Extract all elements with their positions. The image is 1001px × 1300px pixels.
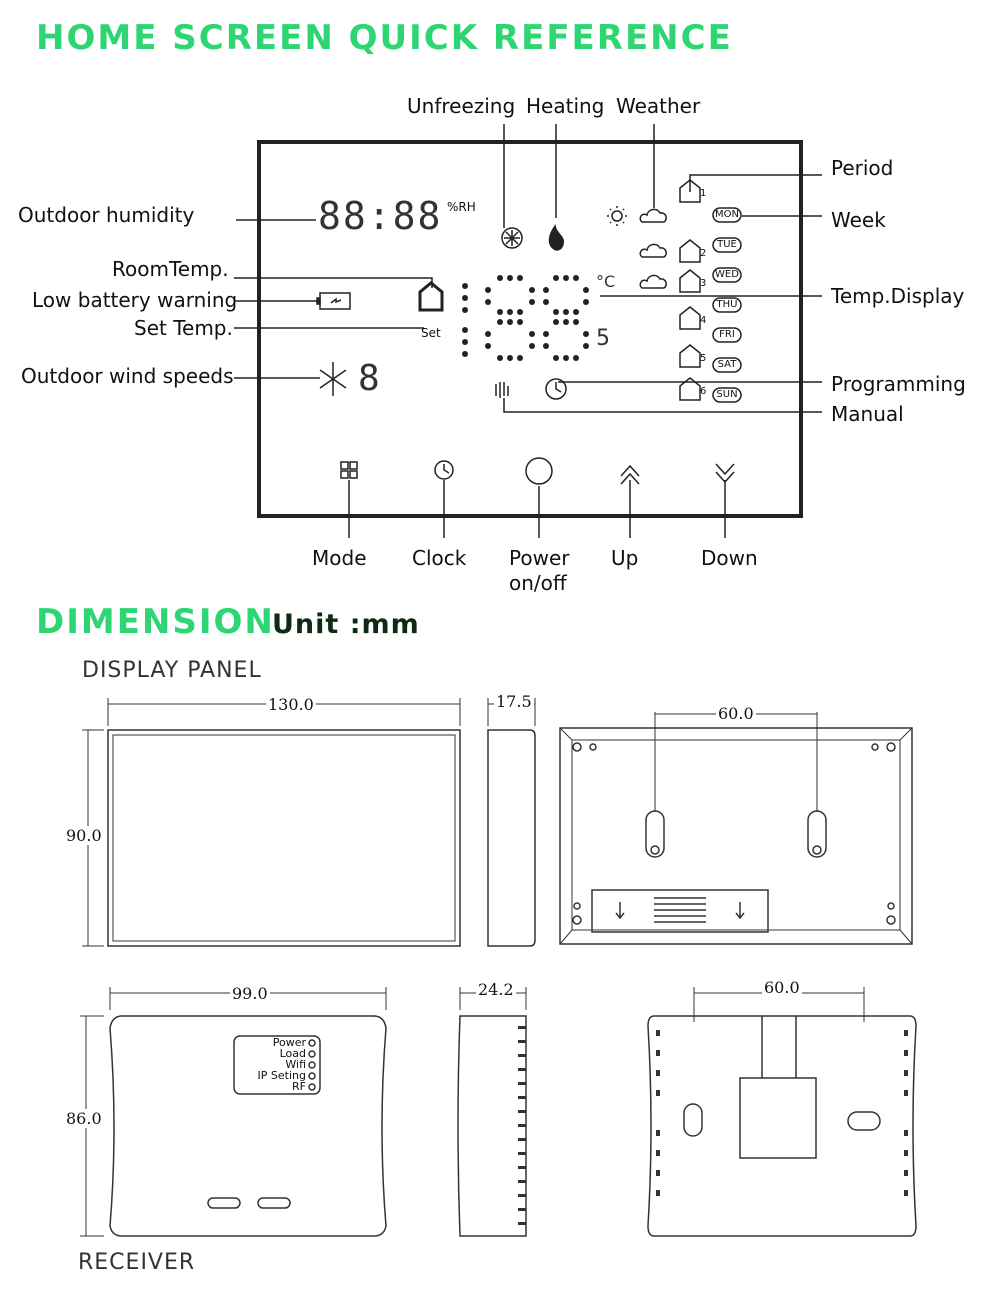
dimension-heading: DIMENSION — [36, 602, 275, 642]
panel-side — [487, 729, 536, 947]
room-temp-house-icon — [418, 281, 444, 312]
label-heating: Heating — [526, 94, 605, 118]
label-mode: Mode — [312, 546, 367, 570]
home-screen-heading: HOME SCREEN QUICK REFERENCE — [36, 18, 733, 58]
hand-icon — [495, 382, 509, 398]
temp-digits-hidden: 188°C — [596, 272, 616, 291]
snow-cloud-icon — [639, 274, 667, 289]
led-label-4: RF — [292, 1080, 306, 1093]
led-panel — [233, 1035, 321, 1095]
label-temp-display: Temp.Display — [831, 284, 965, 308]
period-number-6: 6 — [700, 386, 707, 397]
label-power-line2: on/off — [509, 571, 567, 595]
wind-icon — [319, 362, 347, 396]
label-clock: Clock — [412, 546, 467, 570]
led-label-0: Power — [272, 1036, 306, 1049]
period-number-5: 5 — [700, 353, 707, 364]
dim-receiver-depth: 24.2 — [476, 980, 516, 999]
snowflake-icon — [501, 227, 523, 249]
day-label-mon: MON — [715, 209, 739, 220]
keyhole-left — [645, 810, 665, 858]
label-manual: Manual — [831, 402, 904, 426]
set-temp-dots — [462, 319, 589, 361]
receiver-side — [457, 1015, 527, 1237]
label-room-temp: RoomTemp. — [112, 257, 229, 281]
day-label-sun: SUN — [716, 389, 738, 400]
dim-panel-depth: 17.5 — [494, 692, 534, 711]
label-programming: Programming — [831, 372, 966, 396]
battery-door — [591, 889, 769, 933]
keyhole-right — [807, 810, 827, 858]
unit-label: Unit :mm — [272, 609, 420, 640]
panel-front — [107, 729, 461, 947]
battery-icon — [319, 292, 351, 310]
dim-panel-height: 90.0 — [64, 826, 104, 845]
label-low-battery: Low battery warning — [32, 288, 238, 312]
label-down: Down — [701, 546, 758, 570]
rain-cloud-icon — [639, 243, 667, 258]
power-button-icon — [525, 457, 553, 485]
period-number-4: 4 — [700, 315, 707, 326]
panel-back — [559, 727, 913, 945]
set-indicator: Set — [421, 326, 441, 340]
cloud-icon — [639, 208, 667, 223]
led-label-2: Wifi — [285, 1058, 306, 1071]
label-power-line1: Power — [509, 546, 570, 570]
set-digit-suffix: 5188 — [596, 326, 610, 351]
label-outdoor-wind: Outdoor wind speeds — [21, 364, 234, 388]
period-number-3: 3 — [700, 278, 707, 289]
label-week: Week — [831, 208, 886, 232]
dim-receiver-height: 86.0 — [64, 1109, 104, 1128]
thermostat-frame — [257, 140, 803, 518]
dim-panel-width: 130.0 — [266, 695, 316, 714]
flame-icon — [548, 223, 565, 251]
day-label-tue: TUE — [717, 239, 737, 250]
receiver-label: RECEIVER — [78, 1250, 196, 1275]
period-number-1: 1 — [700, 188, 707, 199]
label-up: Up — [611, 546, 639, 570]
mode-grid-icon — [340, 461, 358, 479]
day-label-sat: SAT — [717, 359, 737, 370]
label-period: Period — [831, 156, 894, 180]
programming-clock-icon — [545, 378, 567, 400]
label-set-temp: Set Temp. — [134, 316, 233, 340]
dim-receiver-width: 99.0 — [230, 984, 270, 1003]
sun-icon — [611, 210, 623, 222]
clock-digits: 88:88 — [318, 194, 443, 238]
temp-dots — [462, 275, 589, 315]
rh-unit: %RH — [447, 200, 476, 214]
up-chevron-icon — [620, 464, 640, 477]
wind-digit: 8 — [358, 358, 380, 399]
receiver-front — [109, 1015, 387, 1237]
clock-button-icon — [434, 460, 454, 480]
led-label-3: IP Seting — [257, 1069, 306, 1082]
label-outdoor-humidity: Outdoor humidity — [18, 203, 195, 227]
down-chevron-icon — [715, 463, 735, 476]
label-weather: Weather — [616, 94, 701, 118]
day-label-wed: WED — [715, 269, 739, 280]
receiver-back — [647, 1015, 917, 1237]
dim-panel-mount: 60.0 — [716, 704, 756, 723]
dim-receiver-mount: 60.0 — [762, 978, 802, 997]
led-label-1: Load — [279, 1047, 306, 1060]
period-number-2: 2 — [700, 248, 707, 259]
day-label-fri: FRI — [719, 329, 735, 340]
label-unfreezing: Unfreezing — [407, 94, 516, 118]
display-panel-label: DISPLAY PANEL — [82, 658, 262, 683]
day-label-thu: THU — [716, 299, 738, 310]
